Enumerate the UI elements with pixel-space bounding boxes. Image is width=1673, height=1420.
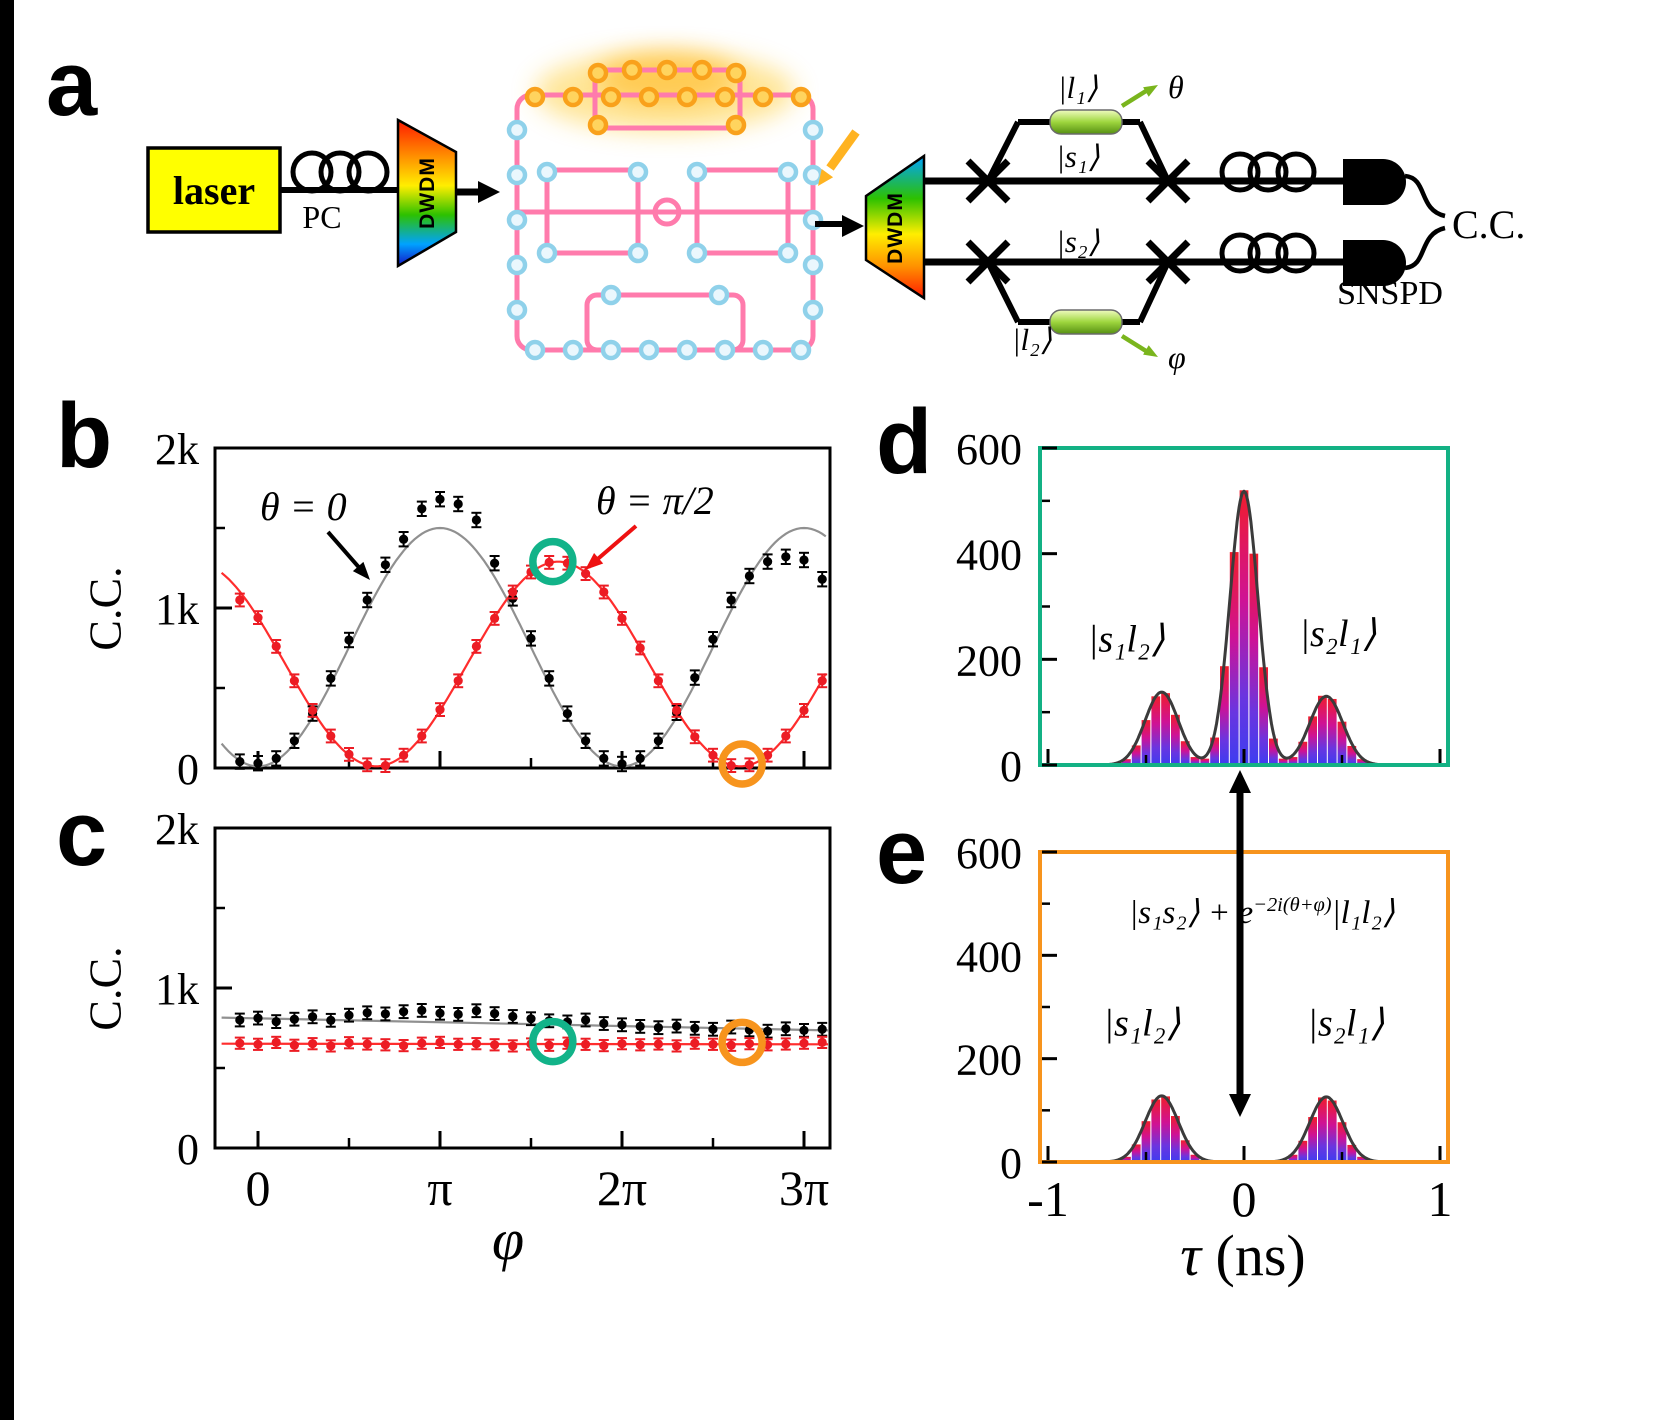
svg-text:1: 1 xyxy=(1428,1171,1453,1227)
microring-array xyxy=(506,59,824,361)
svg-text:0: 0 xyxy=(246,1160,271,1216)
dwdm-2: DWDM xyxy=(864,153,926,301)
detector-icon xyxy=(1343,159,1406,205)
svg-text:0: 0 xyxy=(177,1125,199,1174)
phase-shifter-theta xyxy=(1049,109,1123,135)
x-axis-label-tau: τ (ns) xyxy=(1118,1222,1368,1289)
snspd-detectors: SNSPD C.C. xyxy=(1337,159,1525,312)
ket-s1-label: |s₁⟩ xyxy=(1056,139,1099,174)
interferometers: |l₁⟩ |s₁⟩ |s₂⟩ |l₂⟩ θ φ xyxy=(924,69,1345,375)
svg-text:1k: 1k xyxy=(155,585,199,634)
phi-arrowhead-icon xyxy=(1143,345,1158,357)
between-panel-arrow xyxy=(1229,770,1251,1117)
svg-text:0: 0 xyxy=(1232,1171,1257,1227)
dwdm-1: DWDM xyxy=(396,117,458,269)
detector-icon xyxy=(1343,240,1406,286)
ket-s2-label: |s₂⟩ xyxy=(1056,224,1099,259)
svg-text:3π: 3π xyxy=(779,1160,829,1216)
svg-text:200: 200 xyxy=(956,1036,1022,1085)
svg-text:|s₁l₂⟩: |s₁l₂⟩ xyxy=(1104,1002,1181,1044)
svg-text:400: 400 xyxy=(956,531,1022,580)
phase-shifter-phi xyxy=(1049,309,1123,335)
arrowhead-icon xyxy=(478,181,500,203)
input-arrow xyxy=(456,181,500,203)
setup-diagram: laser PC DWDM xyxy=(146,52,1525,375)
phi-label: φ xyxy=(1168,339,1186,375)
svg-text:1k: 1k xyxy=(155,965,199,1014)
snspd-label: SNSPD xyxy=(1337,275,1443,312)
fiber-loop-icon xyxy=(290,150,334,194)
svg-text:0: 0 xyxy=(1000,1139,1022,1188)
fiber-loop-icon xyxy=(346,150,390,194)
svg-text:600: 600 xyxy=(956,425,1022,474)
chart-panel-c: 0 1k 2k 0 π 2π 3π xyxy=(155,805,832,1216)
pc-label: PC xyxy=(302,199,341,235)
series-θ=0 xyxy=(234,1003,828,1039)
cc-label: C.C. xyxy=(1452,202,1525,247)
pump-arrow xyxy=(826,129,860,171)
phi-arrow xyxy=(1120,334,1148,353)
svg-text:600: 600 xyxy=(956,829,1022,878)
svg-text:|s₂l₁⟩: |s₂l₁⟩ xyxy=(1300,613,1377,655)
svg-text:2k: 2k xyxy=(155,425,199,474)
y-axis-label-b: C.C. xyxy=(79,566,131,651)
panel-label-e: e xyxy=(876,801,928,903)
panel-label-a: a xyxy=(46,33,98,135)
tau-symbol: τ xyxy=(1180,1223,1202,1288)
chip-output-link xyxy=(815,215,864,237)
highlight-ring xyxy=(718,1018,766,1067)
highlight-ring xyxy=(718,740,766,788)
ket-l2-label: |l₂⟩ xyxy=(1012,322,1052,357)
polarization-controller: PC xyxy=(280,150,398,235)
theta-arrow xyxy=(1120,89,1148,108)
svg-text:400: 400 xyxy=(956,932,1022,981)
dwdm1-label: DWDM xyxy=(416,157,439,229)
highlight-ring xyxy=(529,537,577,586)
svg-text:0: 0 xyxy=(177,745,199,794)
panel-label-c: c xyxy=(56,783,108,885)
ket-l1-label: |l₁⟩ xyxy=(1058,70,1098,105)
arrowhead-icon xyxy=(842,215,864,237)
formula-exponent: −2i(θ+φ) xyxy=(1253,894,1332,916)
chart-panel-b: 0 1k 2k θ = 0 θ = π/2 xyxy=(155,425,832,794)
panel-label-d: d xyxy=(876,391,933,493)
svg-text:200: 200 xyxy=(956,636,1022,685)
svg-text:|s₁l₂⟩: |s₁l₂⟩ xyxy=(1088,618,1165,660)
svg-text:|s₂l₁⟩: |s₂l₁⟩ xyxy=(1307,1002,1384,1044)
svg-text:-1: -1 xyxy=(1027,1171,1069,1227)
svg-text:θ = 0: θ = 0 xyxy=(260,484,347,529)
y-axis-label-c: C.C. xyxy=(79,946,131,1031)
microring-icon xyxy=(652,197,682,227)
dwdm2-label: DWDM xyxy=(884,192,907,264)
theta-arrowhead-icon xyxy=(1143,85,1158,97)
series-θ=π/2 xyxy=(234,555,828,773)
page-edge-bar xyxy=(0,0,14,1420)
highlight-ring xyxy=(529,1017,577,1066)
photonic-chip xyxy=(506,52,860,361)
svg-text:0: 0 xyxy=(1000,742,1022,791)
entangled-state-formula: |s₁s₂⟩ + e−2i(θ+φ)|l₁l₂⟩ xyxy=(1052,892,1472,932)
pump-arrowhead-icon xyxy=(818,169,834,186)
formula-base2: |l₁l₂⟩ xyxy=(1331,895,1395,931)
output-fibers xyxy=(1219,151,1317,274)
chart-panel-d: 0 200 400 600 |s₁l₂⟩ |s₂l₁⟩ xyxy=(956,425,1450,791)
fiber-loop-icon xyxy=(318,150,362,194)
tau-units: (ns) xyxy=(1201,1223,1306,1288)
x-axis-label-phi: φ xyxy=(492,1207,525,1272)
laser-label: laser xyxy=(173,168,255,213)
theta-label: θ xyxy=(1168,69,1184,105)
series-θ=0 xyxy=(234,491,828,773)
panel-label-b: b xyxy=(56,385,113,487)
svg-text:2π: 2π xyxy=(597,1160,647,1216)
svg-text:2k: 2k xyxy=(155,805,199,854)
svg-text:θ = π/2: θ = π/2 xyxy=(596,478,714,523)
formula-base1: |s₁s₂⟩ + e xyxy=(1129,895,1254,931)
svg-text:π: π xyxy=(427,1160,452,1216)
